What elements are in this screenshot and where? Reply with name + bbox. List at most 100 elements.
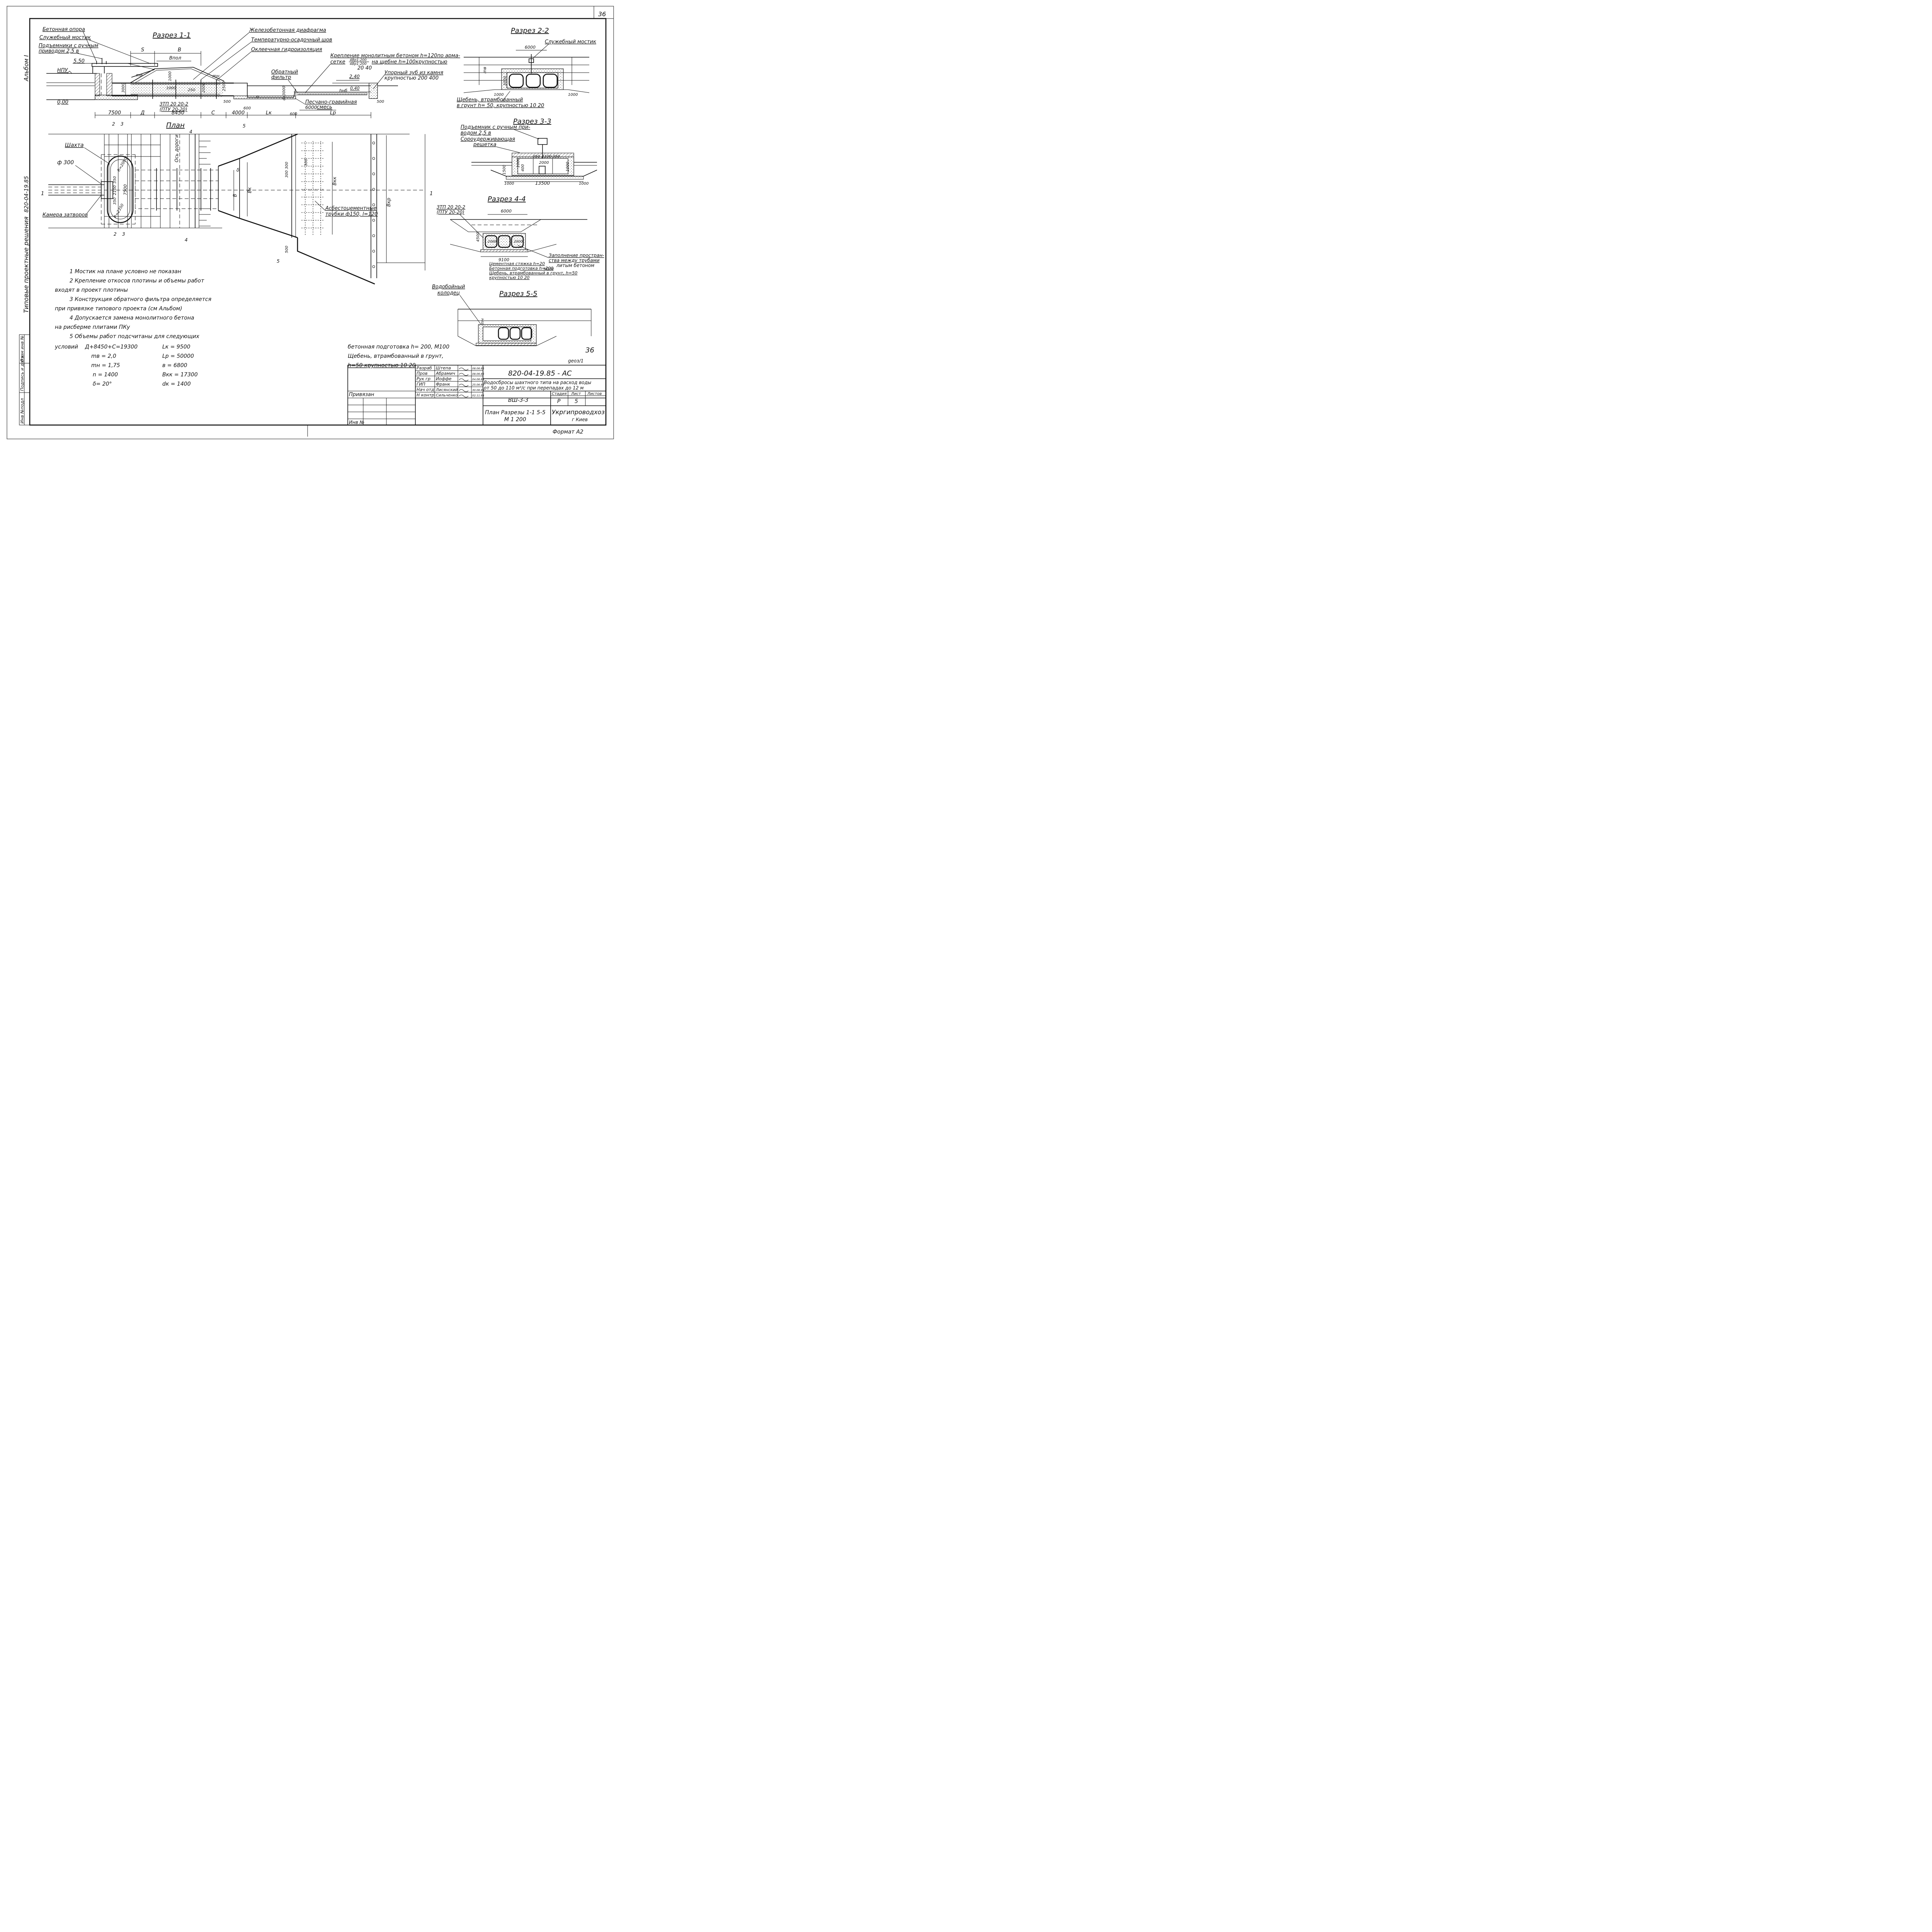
note-5: 5 Объемы работ подсчитаны для следующих [70,333,200,340]
s33-dim-1000-b: 1000 [566,162,570,172]
role-4: ГИП [417,382,425,387]
s44-dim-2000-a: 2000 [488,240,497,244]
label-sand-gravel-1: Песчано-гравийная [305,99,357,105]
inv-podl-field: Инв №подл [20,398,25,423]
dim-500-b: 500 [377,100,384,104]
corner-page-number: 36 [598,10,606,18]
signature-date-field: Подпись и дата [20,356,25,391]
bottom-note-2: Щебень, втрамбованный в грунт, [348,353,444,359]
dim-Lk: Lк [266,110,272,116]
series-label: Типовые проектные решения [22,216,30,313]
condition-m1: Lк = 9500 [162,344,190,350]
s55-slope-mn: mн [480,318,485,325]
org-city: г Киев [572,417,588,422]
drawing-sheet: 36 Альбом I Типовые проектные решения 82… [7,6,614,439]
cut-3-top: 3 [121,121,124,127]
drawing-title-2: М 1 200 [504,417,526,423]
note-2: 2 Крепление откосов плотины и объемы раб… [70,278,204,284]
label-fixing-frac-top: 4Вр1-200 [350,58,367,62]
title-block: Привязан Инв № Разраб Штепа 08.06.85 Про… [307,365,606,437]
dim-hnb: hнб [339,88,347,93]
label-concrete-support: Бетонная опора [43,27,85,32]
dim-delta-top: δ [236,167,239,173]
dim-7500-plan: 7500 [123,184,128,195]
cut-4-bottom: 4 [185,237,188,243]
sheet-frame: 36 [7,6,614,439]
role-5: Нач отд [417,387,434,392]
s44-prep: Бетонная подготовка h=200 [489,266,553,271]
cut-1-right: 1 [430,191,433,197]
s33-dim-1000-a: 1000 [516,158,520,168]
note-2-cont: входят в проект плотины [55,287,128,293]
inv-label: Инв № [349,420,364,425]
s33-dim-350-a: 350 [532,155,540,159]
s22-service-bridge-label: Служебный мостик [545,39,596,45]
role-3-date: 04.06.85 [472,378,485,381]
condition-m2: Lр = 50000 [162,353,194,359]
bottom-right-code: geoз/1 [568,358,583,364]
s33-hoist-1: Подъемник с ручным при- [461,124,530,130]
road-axis-label: Ось дороги [174,134,179,162]
cut-2-bottom: 2 [114,231,117,237]
s22-dim-6000: 6000 [525,45,536,50]
plan-title: План [166,121,185,129]
stage-header: Стадия [552,392,566,396]
s44-pipe-2: (ПТУ 20-20) [437,209,464,215]
dim-2500: 2500 [222,82,226,91]
stage-value: Р [557,398,561,405]
dim-300-300: 300 300 [285,162,289,178]
condition-m3: в = 6800 [162,362,187,369]
dim-B-plan: B [232,194,238,197]
slope-mn: mн [213,73,219,78]
s55-well-1: Водобойный [432,284,465,290]
section-4-4-title: Разрез 4-4 [488,195,526,203]
section-4-4: Разрез 4-4 ЗТП 20 20-2 (ПТУ 20-20) 6000 … [437,195,604,280]
doc-code: 820-04-19.85 - АС [508,369,572,378]
section-3-3-title: Разрез 3-3 [513,117,551,126]
label-fixing-2: сетке [330,59,345,65]
cut-5-bottom: 5 [277,259,280,264]
s44-gravel: Щебень, втрамбованный в грунт, h=50 [489,270,577,276]
title-line-2: от 50 до 110 м³/с при перепадах до 12 м [484,385,583,391]
sheets-header: Листов [587,392,602,396]
level-240: 2,40 [349,74,360,79]
dim-1000-b: 1000 [166,86,176,90]
npu-level-label: НПУ [57,68,68,73]
dim-6000: 6000 [305,105,317,110]
privyazan-label: Привязан [349,392,374,398]
riprap-stones [372,141,375,268]
label-pipe-1: ЗТП 20 20-2 [160,101,188,107]
section-1-1: Разрез 1-1 НПУ 5,50 [39,27,460,118]
dim-600-a: 600 [243,106,251,111]
s33-dim-1000-d: 1000 [579,182,588,186]
asbestos-tubes-grid [301,141,325,236]
section-3-3: Разрез 3-3 Подъемник с ручным при- водом… [461,117,597,186]
role-2: Пров [417,371,427,376]
label-hoists-2: приводом 2,5 в [39,48,79,54]
label-temp-joint: Температурно-осадочный шов [251,37,332,43]
dim-S: S [141,47,144,53]
cut-4-top: 4 [189,129,192,134]
dim-8450: 8450 [172,110,184,116]
s33-dim-2100: 2100 [542,155,551,159]
role-3-name: Иоффе [436,376,452,381]
role-1-name: Штепа [436,366,451,371]
role-5-name: Лисянский [435,388,458,392]
dim-D: Д [140,110,145,116]
s33-dim-1500: 1500 [502,165,507,175]
s55-well-2: колодец [437,290,460,296]
label-reverse-filter-1: Обратный [271,69,298,75]
dim-Bkp: Bкр [386,198,391,207]
replace-inv-field: Взам инв № [20,335,25,362]
s33-dim-13500: 13500 [535,180,550,186]
condition-l2: mв = 2,0 [91,353,116,359]
role-2-date: 08.06.85 [472,372,485,376]
label-fixing-1: Крепление монолитным бетоном h=120по арм… [330,53,460,59]
section-5-5: Разрез 5-5 Водобойный колодец mн [432,284,592,346]
s44-fill-2: ства между трубами [549,258,600,263]
role-1: Разраб [417,366,432,371]
section-2-2: Разрез 2-2 Служебный мостик 6000 mв 3000… [457,27,596,109]
condition-m4: Bкк = 17300 [162,372,198,378]
dim-4000: 4000 [232,110,245,116]
s33-dim-2000: 2000 [539,161,549,165]
